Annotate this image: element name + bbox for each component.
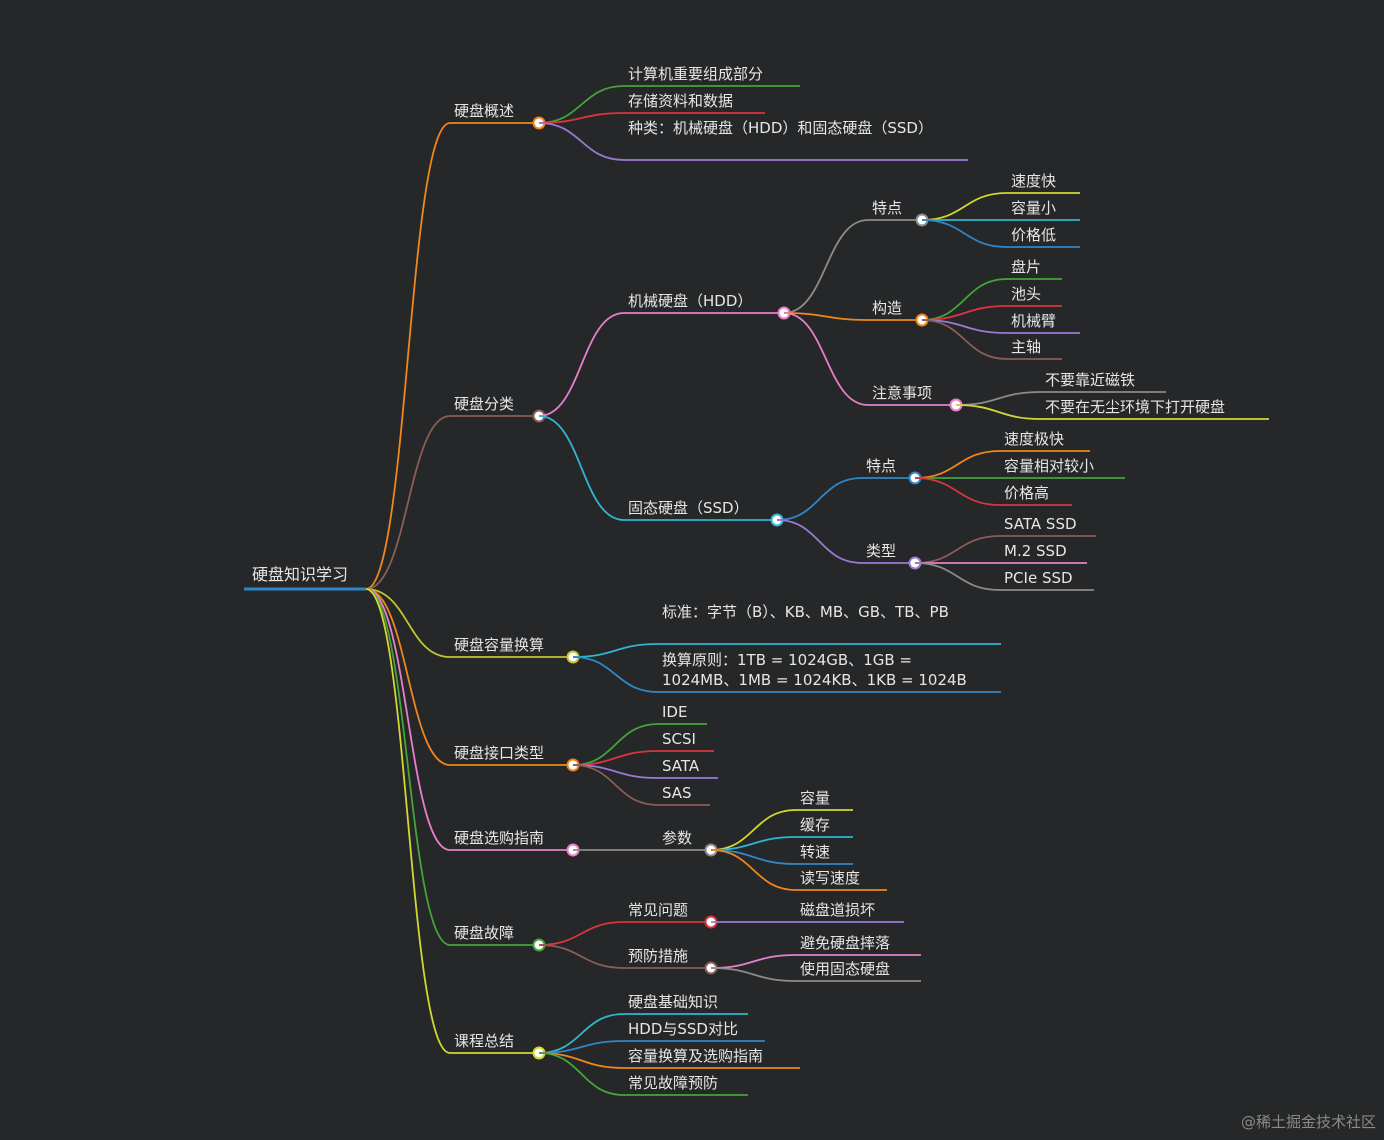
capacity-item-1-connector: [572, 656, 659, 693]
ssd-type-0-label[interactable]: SATA SSD: [1004, 515, 1077, 533]
interface-item-0-label[interactable]: IDE: [662, 703, 688, 721]
ssd-types-connector: [776, 519, 863, 564]
overview-item-1-label[interactable]: 存储资料和数据: [628, 92, 734, 110]
hdd-feature-2-label[interactable]: 价格低: [1011, 226, 1057, 244]
branch-overview-connector: [365, 122, 451, 590]
watermark: @稀土掘金技术社区: [1240, 1113, 1376, 1131]
hdd-structure-item-2-label[interactable]: 机械臂: [1011, 312, 1057, 330]
ssd-type-2-label[interactable]: PCIe SSD: [1004, 569, 1073, 587]
ssd-feature-1-label[interactable]: 容量相对较小: [1004, 457, 1095, 475]
capacity-item-0-connector: [572, 643, 659, 658]
ssd-type-2-connector: [914, 562, 1001, 591]
hdd-structure-connector: [783, 312, 869, 321]
overview-item-0-label[interactable]: 计算机重要组成部分: [628, 65, 764, 83]
hdd-note-0-label[interactable]: 不要靠近磁铁: [1045, 371, 1136, 389]
branch-interface-connector: [365, 588, 451, 766]
summary-item-0-label[interactable]: 硬盘基础知识: [628, 993, 719, 1011]
overview-item-0-connector: [538, 85, 625, 124]
hdd-structure-3-connector: [921, 319, 1008, 360]
guide-param-1-label[interactable]: 缓存: [800, 816, 831, 834]
hdd-feature-0-label[interactable]: 速度快: [1011, 172, 1057, 190]
ssd-type-0-connector: [914, 535, 1001, 564]
interface-item-3-connector: [572, 764, 659, 806]
ssd-feature-2-label[interactable]: 价格高: [1004, 484, 1050, 502]
branch-classify-label[interactable]: 硬盘分类: [454, 395, 515, 413]
branch-guide-connector: [365, 588, 451, 851]
hdd-features-connector: [783, 219, 869, 314]
hdd-structure-label[interactable]: 构造: [872, 299, 903, 317]
branch-fault-connector: [365, 588, 451, 946]
guide-param-3-label[interactable]: 读写速度: [800, 869, 861, 887]
hdd-notes-label[interactable]: 注意事项: [872, 384, 933, 402]
hdd-structure-item-0-label[interactable]: 盘片: [1011, 258, 1042, 276]
fault-common-item-0-label[interactable]: 磁盘道损坏: [800, 901, 876, 919]
branch-classify-connector: [365, 415, 451, 590]
overview-item-2-label[interactable]: 种类：机械硬盘（HDD）和固态硬盘（SSD）: [628, 119, 933, 137]
ssd-label[interactable]: 固态硬盘（SSD）: [628, 499, 749, 517]
fault-prevent-label[interactable]: 预防措施: [628, 947, 689, 965]
branch-summary-connector: [365, 588, 451, 1054]
guide-param-0-connector: [710, 809, 797, 851]
hdd-connector: [538, 312, 625, 417]
ssd-features-connector: [776, 477, 863, 521]
guide-param-2-label[interactable]: 转速: [800, 843, 831, 861]
fault-prevent-1-connector: [710, 967, 797, 982]
fault-common-label[interactable]: 常见问题: [628, 901, 689, 919]
hdd-note-1-label[interactable]: 不要在无尘环境下打开硬盘: [1045, 398, 1226, 416]
hdd-feature-2-connector: [921, 219, 1008, 248]
hdd-structure-item-3-label[interactable]: 主轴: [1011, 338, 1042, 356]
overview-item-1-connector: [538, 112, 625, 124]
hdd-note-1-connector: [955, 404, 1042, 420]
hdd-note-0-connector: [955, 391, 1042, 406]
guide-param-3-connector: [710, 849, 797, 891]
fault-common-connector: [538, 921, 625, 946]
fault-prevent-item-0-label[interactable]: 避免硬盘摔落: [800, 934, 891, 952]
hdd-feature-1-label[interactable]: 容量小: [1011, 199, 1057, 217]
hdd-notes-connector: [783, 312, 869, 406]
summary-item-1-label[interactable]: HDD与SSD对比: [628, 1020, 738, 1038]
interface-item-3-label[interactable]: SAS: [662, 784, 692, 802]
summary-item-0-connector: [538, 1013, 625, 1054]
hdd-features-label[interactable]: 特点: [872, 199, 903, 217]
ssd-connector: [538, 415, 625, 521]
summary-item-3-connector: [538, 1052, 625, 1096]
fault-prevent-item-1-label[interactable]: 使用固态硬盘: [800, 960, 891, 978]
branch-capacity-label[interactable]: 硬盘容量换算: [454, 636, 545, 654]
branch-fault-label[interactable]: 硬盘故障: [454, 924, 515, 942]
ssd-feature-0-label[interactable]: 速度极快: [1004, 430, 1065, 448]
interface-item-1-label[interactable]: SCSI: [662, 730, 696, 748]
ssd-features-label[interactable]: 特点: [866, 457, 897, 475]
fault-prevent-0-connector: [710, 954, 797, 969]
hdd-structure-item-1-label[interactable]: 池头: [1011, 285, 1042, 303]
capacity-item-0-label[interactable]: 标准：字节（B）、KB、MB、GB、TB、PB: [662, 603, 949, 621]
branch-summary-label[interactable]: 课程总结: [454, 1032, 515, 1050]
hdd-structure-0-connector: [921, 278, 1008, 321]
branch-guide-label[interactable]: 硬盘选购指南: [454, 829, 545, 847]
guide-param-0-label[interactable]: 容量: [800, 789, 831, 807]
branch-overview-label[interactable]: 硬盘概述: [454, 102, 515, 120]
ssd-feature-0-connector: [914, 450, 1001, 479]
summary-item-3-label[interactable]: 常见故障预防: [628, 1074, 719, 1092]
hdd-feature-0-connector: [921, 192, 1008, 221]
branch-capacity-connector: [365, 588, 451, 658]
ssd-feature-2-connector: [914, 477, 1001, 506]
hdd-label[interactable]: 机械硬盘（HDD）: [628, 292, 753, 310]
ssd-type-1-label[interactable]: M.2 SSD: [1004, 542, 1067, 560]
branch-interface-label[interactable]: 硬盘接口类型: [454, 744, 545, 762]
interface-item-2-label[interactable]: SATA: [662, 757, 700, 775]
capacity-item-1-label[interactable]: 换算原则：1TB = 1024GB、1GB = 1024MB、1MB = 102…: [662, 651, 967, 689]
overview-item-2-connector: [538, 122, 625, 161]
guide-params-label[interactable]: 参数: [662, 829, 693, 847]
interface-item-0-connector: [572, 723, 659, 766]
fault-prevent-connector: [538, 944, 625, 969]
summary-item-2-label[interactable]: 容量换算及选购指南: [628, 1047, 764, 1065]
root-label[interactable]: 硬盘知识学习: [252, 565, 349, 584]
ssd-types-label[interactable]: 类型: [866, 542, 897, 560]
